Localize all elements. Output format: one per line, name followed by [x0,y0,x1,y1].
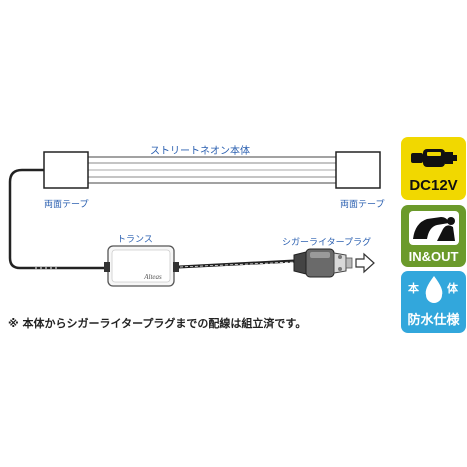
assembly-note: ※ 本体からシガーライタープラグまでの配線は組立済です。 [8,317,307,330]
cigarette-lighter-plug [293,248,353,278]
neon-body-label: ストリートネオン本体 [150,146,250,157]
car-seat-icon [409,211,459,245]
dc12v-caption: DC12V [409,177,458,194]
waterproof-char-left: 本 [408,282,419,295]
waterproof-badge: 本 体 防水仕様 [401,271,466,333]
wiring-diagram: Alteas [8,151,381,287]
power-cable [8,168,108,270]
transformer-label: トランス [117,235,153,245]
neon-end-cap-left [43,151,89,189]
plug-cable [178,259,295,269]
waterproof-char-right: 体 [447,282,458,295]
in-out-badge: IN&OUT [401,205,466,267]
double-sided-tape-label-left: 両面テープ [44,200,89,210]
neon-tube [85,156,339,184]
neon-end-cap-right [335,151,381,189]
transformer-brand: Alteas [143,273,162,281]
plug-label: シガーライタープラグ [282,238,372,248]
double-sided-tape-label-right: 両面テープ [340,200,385,210]
plug-direction-arrow [355,252,375,274]
waterproof-caption: 防水仕様 [407,312,460,327]
dc12v-badge: DC12V [401,137,466,200]
transformer-box [104,245,179,287]
cigarette-plug-icon [411,149,457,167]
water-drop-icon [425,276,443,303]
in-out-caption: IN&OUT [408,249,459,264]
